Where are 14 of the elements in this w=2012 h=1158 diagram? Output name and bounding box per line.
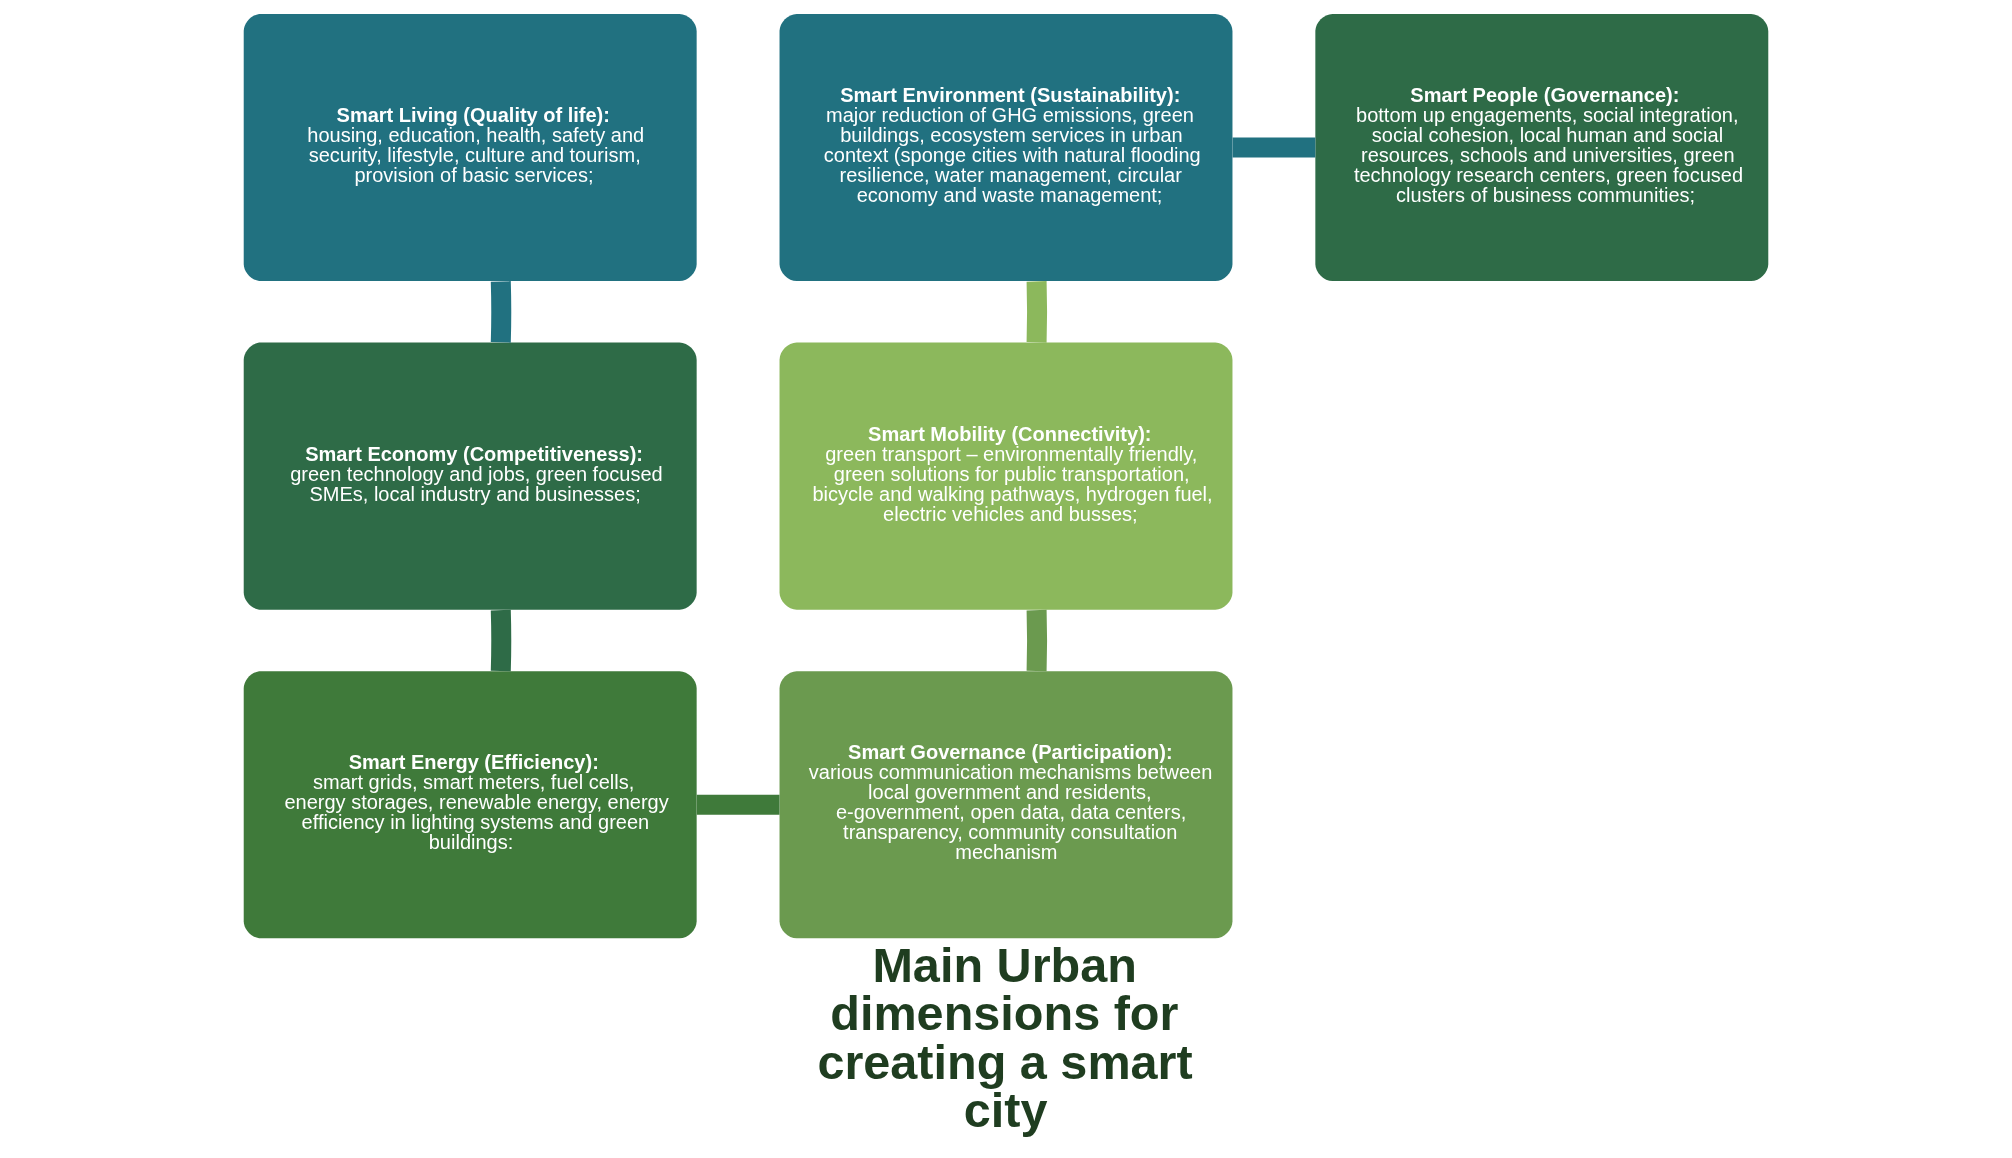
node-box: Smart Living (Quality of life): housing, education, health, safety and security, lifestyle, culture and tourism, provision of basic services;: [243, 13, 697, 282]
connector: [490, 609, 512, 672]
node-box: Smart Governance (Participation): various communication mechanisms between local government and residents, e-government, open data, data centers, transparency, community consultation mechanism: [779, 671, 1233, 939]
node-box: Smart People (Governance): bottom up engagements, social integration, social cohesion, local human and social resources, schools and universities, green technology research centers, green focused clusters of business communities;: [1315, 13, 1769, 282]
connector: [1026, 281, 1048, 343]
node-box: Smart Environment (Sustainability): major reduction of GHG emissions, green buildings, ecosystem services in urban context (sponge cities with natural flooding resilience, water management, circular economy and waste management;: [779, 13, 1233, 282]
node-box: Smart Economy (Competitiveness): green technology and jobs, green focused SMEs, local industry and businesses;: [243, 342, 697, 610]
connector: [1026, 609, 1048, 672]
node-box: Smart Mobility (Connectivity): green transport – environmentally friendly, green solutions for public transportation, bicycle and walking pathways, hydrogen fuel, electric vehicles and busses;: [779, 342, 1233, 610]
connector: [490, 281, 512, 343]
node-box: Smart Energy (Efficiency): smart grids, smart meters, fuel cells, energy storages, renewable energy, energy efficiency in lighting systems and green buildings:: [243, 671, 697, 939]
connector: [1232, 137, 1316, 158]
connector: [696, 794, 780, 815]
diagram-title: Main Urban dimensions for creating a smart city: [817, 937, 1193, 1138]
